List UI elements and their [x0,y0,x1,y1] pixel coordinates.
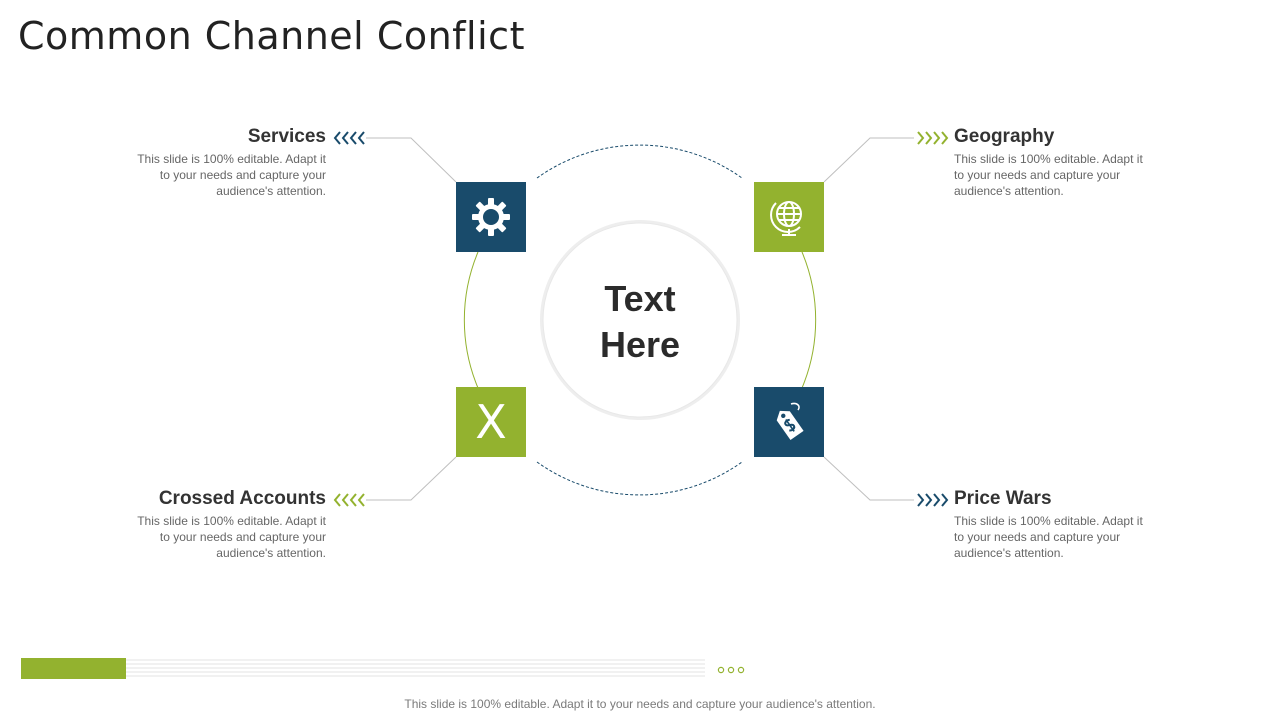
bottom-dashed-arc [536,461,743,496]
crossed-accounts-description: This slide is 100% editable. Adapt it to… [137,514,326,560]
price-wars-connector [823,456,914,501]
price-wars-chevrons [917,493,949,507]
x-icon: X [475,395,507,449]
geography-description: This slide is 100% editable. Adapt it to… [954,152,1143,198]
services-item: Services This slide is 100% editable. Ad… [126,126,326,199]
crossed-accounts-connector [366,456,457,501]
price-wars-description: This slide is 100% editable. Adapt it to… [954,514,1143,560]
services-title: Services [247,126,326,147]
center-text: Text Here [599,278,681,365]
geography-chevrons [917,131,949,145]
crossed-accounts-title: Crossed Accounts [158,488,326,509]
footer-accent-bar [21,658,126,679]
center-circle [542,222,738,418]
footer-caption: This slide is 100% editable. Adapt it to… [404,697,876,711]
geography-item: Geography This slide is 100% editable. A… [954,126,1154,199]
price-tag-icon [776,402,804,441]
geography-connector [823,137,914,183]
slide-title: Common Channel Conflict [18,14,525,58]
top-dashed-arc [536,144,743,179]
crossed-accounts-item: Crossed Accounts This slide is 100% edit… [126,488,326,561]
globe-icon [770,201,802,236]
crossed-accounts-tile: X [456,387,526,457]
geography-tile [754,182,824,252]
services-connector [366,137,457,183]
left-green-arc [463,251,479,389]
price-wars-tile [754,387,824,457]
price-wars-item: Price Wars This slide is 100% editable. … [954,488,1154,561]
right-green-arc [801,251,817,389]
crossed-accounts-chevrons [333,493,365,507]
footer-stripes [126,659,705,677]
price-wars-title: Price Wars [954,488,1052,509]
services-description: This slide is 100% editable. Adapt it to… [137,152,326,198]
gear-icon [472,198,510,236]
geography-title: Geography [954,126,1055,147]
services-chevrons [333,131,365,145]
footer-dots [717,666,745,674]
services-tile [456,182,526,252]
